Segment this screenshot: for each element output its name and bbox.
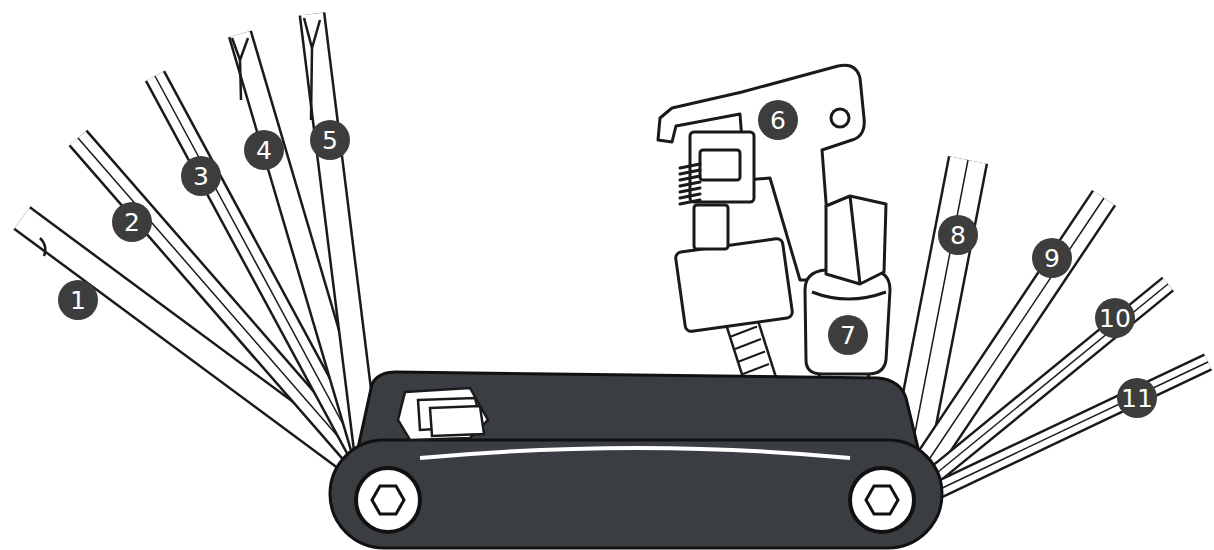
callout-number: 2 <box>112 202 152 242</box>
callout-number: 3 <box>181 156 221 196</box>
callout-text: 3 <box>193 164 209 189</box>
callout-number: 10 <box>1095 298 1135 338</box>
spring <box>680 164 700 204</box>
callout-text: 1 <box>70 288 86 313</box>
callout-number: 1 <box>58 280 98 320</box>
callout-text: 9 <box>1044 246 1060 271</box>
tool-bit <box>312 14 366 448</box>
tool-bit <box>938 362 1208 490</box>
callout-text: 2 <box>124 210 140 235</box>
callout-text: 11 <box>1121 386 1153 411</box>
tool-bits <box>22 14 1208 490</box>
callout-number: 7 <box>828 315 868 355</box>
callout-number: 4 <box>244 130 284 170</box>
callout-text: 4 <box>256 138 272 163</box>
callout-number: 6 <box>758 100 798 140</box>
callout-number: 8 <box>938 215 978 255</box>
callout-text: 6 <box>770 108 786 133</box>
callout-text: 10 <box>1099 306 1131 331</box>
callout-text: 7 <box>840 323 856 348</box>
tool-body <box>330 372 942 548</box>
callout-number: 5 <box>310 120 350 160</box>
callout-number: 11 <box>1117 378 1157 418</box>
callout-number: 9 <box>1032 238 1072 278</box>
callout-text: 5 <box>322 128 338 153</box>
callout-text: 8 <box>950 223 966 248</box>
tool-bit <box>155 76 358 452</box>
